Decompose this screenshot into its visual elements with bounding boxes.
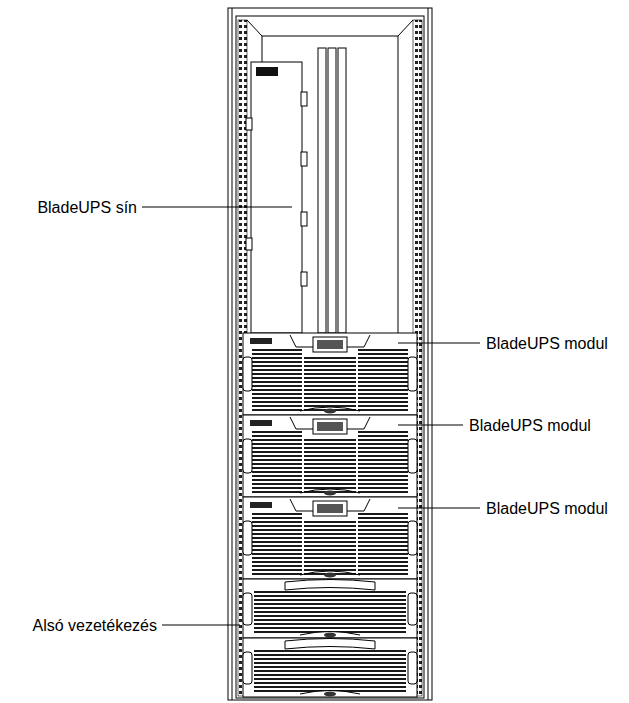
- part-label: BladeUPS modul: [468, 416, 592, 435]
- part-label: BladeUPS sín: [36, 198, 138, 217]
- bottom-wiring: [243, 579, 417, 697]
- part-label: Alsó vezetékezés: [31, 616, 158, 635]
- leader-lines: [142, 207, 480, 625]
- ups-modules: [243, 333, 417, 579]
- rack-frame: [228, 8, 432, 700]
- bladeups-rail: [246, 62, 307, 333]
- part-label: BladeUPS modul: [485, 499, 609, 518]
- part-label: BladeUPS modul: [485, 334, 609, 353]
- vertical-bars: [318, 48, 346, 333]
